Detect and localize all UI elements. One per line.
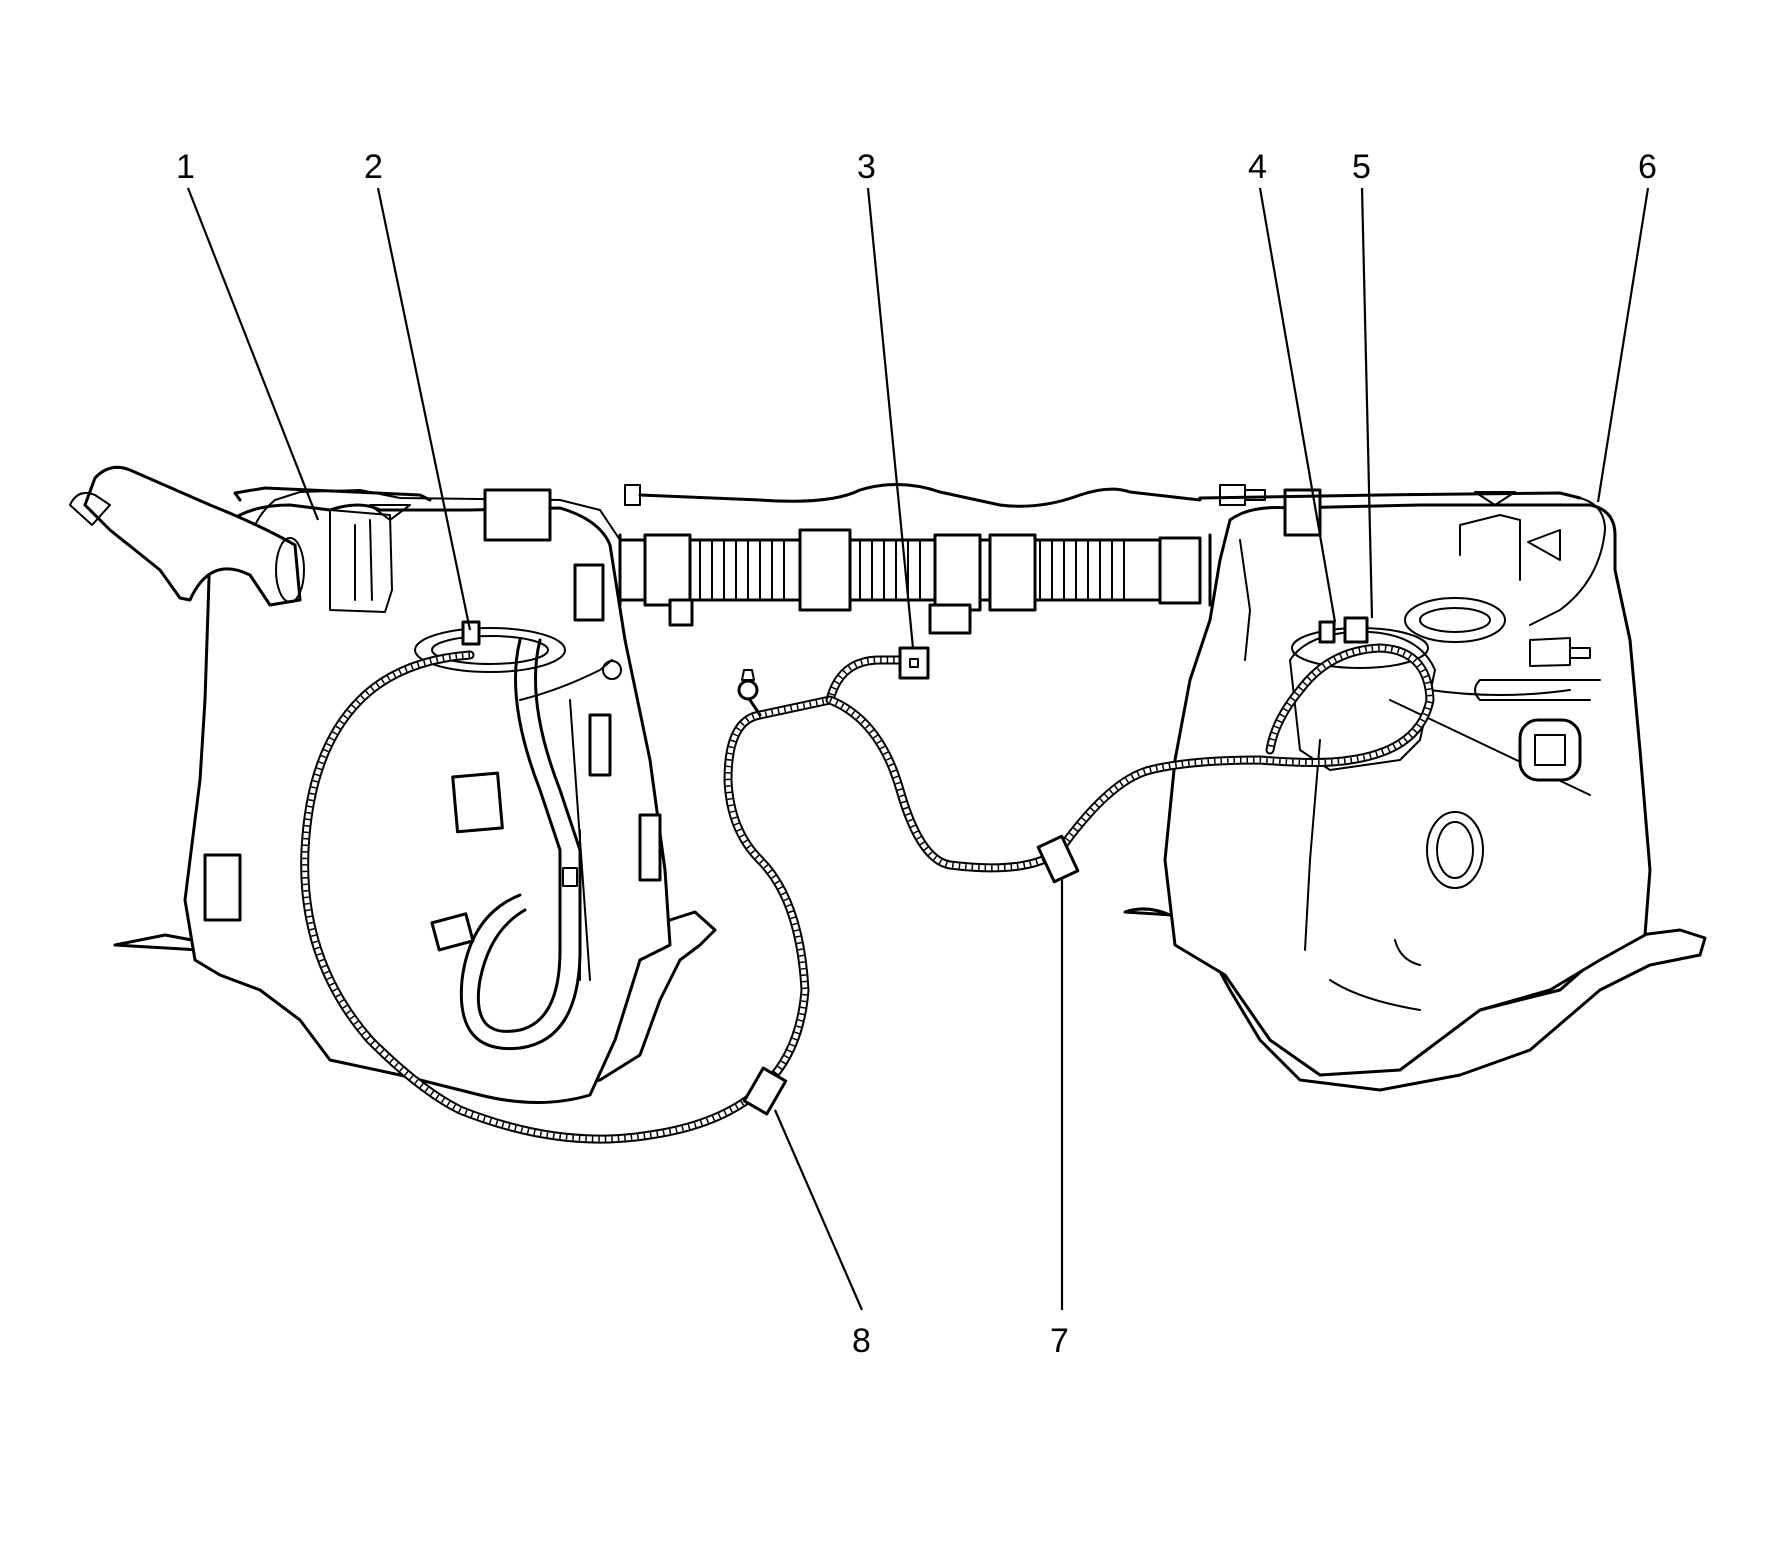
- callout-labels: 1 2 3 4 5 6 7 8: [176, 148, 1657, 1360]
- ground-eyelet: [737, 679, 759, 701]
- leader-5: [1360, 187, 1374, 619]
- right-tank-drain-outer: [1426, 811, 1484, 889]
- right-pump-lines: [1304, 739, 1421, 1011]
- left-side-connector: [573, 563, 605, 622]
- harness-ground-branch: [748, 698, 762, 717]
- callout-3: 3: [857, 148, 876, 186]
- fuel-sender-harness: [300, 620, 1435, 1144]
- left-tank-pocket-ribs: [354, 519, 373, 601]
- vent-line-right-drop: [1529, 497, 1606, 626]
- vent-line-center: [638, 483, 1202, 508]
- crossover-flanges: [618, 533, 1212, 607]
- harness-connector-2: [461, 620, 481, 646]
- leader-3: [866, 187, 915, 649]
- right-vent-valve: [1474, 491, 1516, 506]
- harness-connector-3: [898, 646, 930, 680]
- left-pump-ring-outer: [414, 627, 566, 673]
- left-tank-body: [183, 503, 672, 1104]
- filler-neck-collar: [275, 537, 305, 603]
- right-tank-body: [1163, 503, 1652, 1077]
- right-tank-loop-handle: [1404, 597, 1506, 643]
- left-pump-ring-inner: [431, 635, 549, 665]
- crossover-clamp-a: [798, 528, 852, 612]
- right-tank-detail: [1394, 939, 1421, 966]
- callout-6: 6: [1638, 148, 1657, 186]
- callout-5: 5: [1352, 148, 1371, 186]
- callout-7: 7: [1050, 1322, 1069, 1360]
- right-tank-box-inner: [1534, 734, 1566, 766]
- crossover-clamp-b: [933, 533, 982, 612]
- right-tank-box: [1518, 718, 1582, 782]
- crossover-clamp-buckle: [928, 603, 972, 635]
- leader-6: [1596, 187, 1650, 503]
- leader-4: [1258, 187, 1337, 623]
- leader-1: [186, 187, 320, 521]
- right-tank-riser: [1459, 514, 1521, 581]
- right-tank-seam: [1239, 539, 1251, 661]
- callout-8: 8: [852, 1322, 871, 1360]
- crossover-hose: [618, 528, 1212, 635]
- crossover-clamp-c: [988, 533, 1037, 612]
- left-internal-hose-a: [476, 638, 562, 1033]
- leader-2: [376, 187, 472, 631]
- harness-left-loop-wrap: [302, 652, 905, 1142]
- right-fuel-tank: [1123, 488, 1707, 1092]
- left-internal-hose-c: [519, 659, 613, 701]
- right-tank-nozzle: [1529, 637, 1591, 667]
- ground-stud: [741, 669, 755, 681]
- right-tank-pipe: [1474, 679, 1601, 701]
- left-top-block: [483, 488, 552, 542]
- crossover-tab: [668, 598, 694, 627]
- upper-vent-line: [233, 483, 1606, 626]
- leader-lines: [186, 187, 1650, 1311]
- vent-line-left: [233, 486, 432, 502]
- callout-1: 1: [176, 148, 195, 186]
- harness-connector-3-pin: [909, 658, 919, 668]
- right-pump-housing: [1289, 630, 1436, 771]
- left-tank-pocket: [329, 509, 393, 613]
- right-tank-drain-inner: [1436, 821, 1474, 879]
- fuel-filler-neck: [83, 465, 302, 607]
- leader-8: [773, 1109, 864, 1311]
- filler-neck-cap: [69, 492, 111, 526]
- vent-line-left-fitting: [624, 484, 641, 506]
- vent-line-right-fitting: [1219, 484, 1266, 506]
- crossover-end-left: [643, 533, 692, 607]
- left-vent-valve: [369, 504, 411, 521]
- left-tank-label-c: [430, 912, 475, 952]
- left-tank-label-a: [203, 853, 242, 922]
- left-tank-tab-b: [638, 813, 662, 882]
- callout-4: 4: [1248, 148, 1267, 186]
- right-tank-loop-handle-inner: [1419, 607, 1491, 633]
- left-fuel-tank: [69, 465, 717, 1104]
- harness-right-loop-inner: [827, 645, 1433, 871]
- left-hose-fitting: [602, 660, 622, 680]
- left-sender-rod: [569, 699, 591, 981]
- left-tank-tab-a: [588, 713, 612, 777]
- callout-2: 2: [364, 148, 383, 186]
- left-sender-clip: [562, 867, 578, 887]
- crossover-hose-body: [618, 538, 1182, 602]
- left-internal-hose-b: [459, 638, 582, 1051]
- vent-line-right: [1198, 491, 1582, 500]
- right-pump-connector-b: [1343, 616, 1369, 644]
- harness-connector-8: [742, 1066, 788, 1116]
- crossover-end-right: [1158, 536, 1202, 605]
- harness-connector-7: [1036, 834, 1080, 884]
- right-pump-connector-a: [1318, 620, 1336, 644]
- crossover-hose-corrugation: [699, 539, 1125, 601]
- right-tank-triangle-mark: [1527, 529, 1561, 561]
- left-tank-label-b: [451, 771, 504, 834]
